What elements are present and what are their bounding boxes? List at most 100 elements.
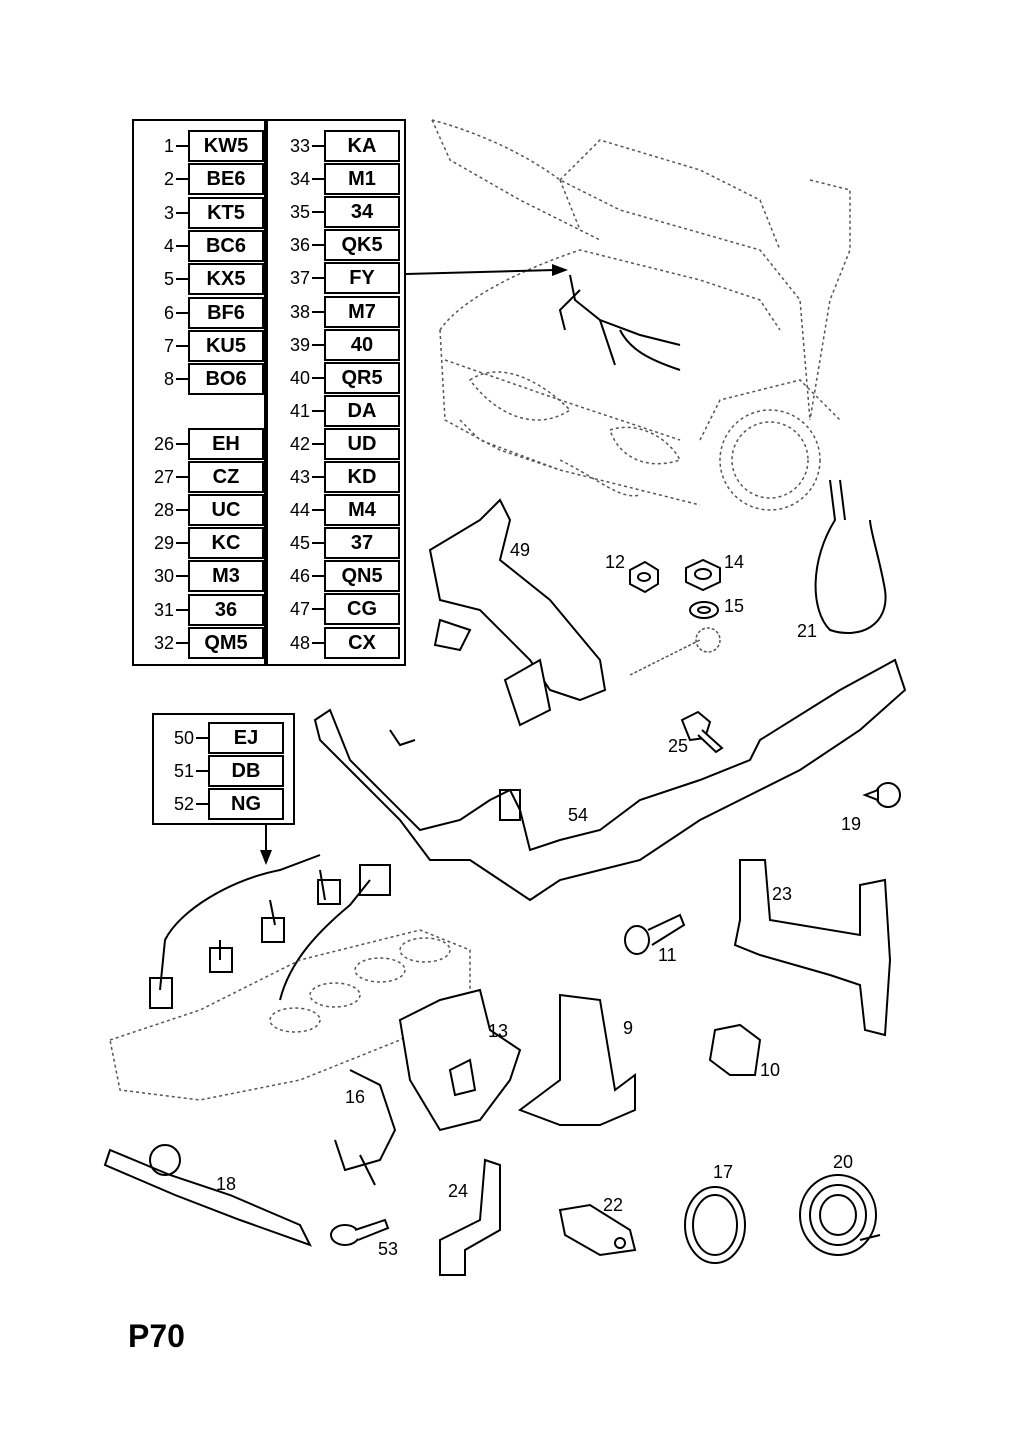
part-number: 51 [173,761,194,781]
option-code: QK5 [324,229,400,262]
leader-line [312,542,324,545]
callout-11: 11 [658,945,677,965]
option-code: KD [324,461,400,493]
leader-line [176,641,188,644]
leader-line [312,409,324,412]
callout-53: 53 [378,1239,398,1259]
option-code: CX [324,626,400,659]
option-code: UC [188,494,264,527]
part-number: 1 [163,136,174,156]
leader-line [312,476,324,478]
callout-13: 13 [488,1021,508,1041]
part-number: 29 [153,533,174,554]
leader-line [312,145,324,147]
leader-line [312,641,324,644]
callout-23: 23 [772,884,792,904]
option-code: FY [324,262,400,295]
option-code: KU5 [188,329,264,362]
callout-21: 21 [797,621,817,641]
part-9-bracket [517,993,636,1126]
option-code: KA [324,130,400,162]
option-code: QN5 [324,560,400,593]
part-number: 5 [163,269,174,290]
part-number: 48 [289,632,310,653]
option-code: EH [188,428,264,460]
part-20-tape-roll [799,1174,881,1256]
part-number: 47 [289,599,310,620]
option-code: EJ [208,722,284,754]
part-number: 42 [289,433,310,454]
page-label: P70 [128,1318,185,1354]
option-code: DB [208,755,284,787]
car-illustration [431,119,851,511]
leader-line [176,542,188,545]
leader-line [176,378,188,381]
part-number: 45 [289,533,310,554]
legend-divider [264,121,268,664]
option-code: M1 [324,163,400,196]
part-number: 40 [289,367,310,388]
callout-14: 14 [724,552,744,572]
pointer-arrow-car [405,264,568,276]
part-24-bracket [439,1158,501,1276]
part-49-duct [428,498,607,727]
part-11-bolt [624,913,686,955]
part-23-bracket [733,859,892,1037]
leader-line [312,211,324,214]
part-16-bracket [334,1069,397,1186]
part-number: 46 [289,566,310,587]
ring-terminal [629,627,721,676]
leader-line [176,476,188,479]
leader-line [312,442,324,445]
callout-25: 25 [668,736,688,756]
option-code: BE6 [188,163,264,196]
option-code: KC [188,527,264,560]
part-number: 4 [163,235,174,256]
option-code: M3 [188,560,264,593]
callout-54: 54 [568,805,588,825]
option-code: BO6 [188,363,264,396]
leader-line [176,211,188,214]
part-number: 50 [173,728,194,748]
part-number: 32 [153,632,174,653]
leader-line [176,509,188,512]
part-number: 35 [289,202,310,223]
option-code: KT5 [188,196,264,229]
part-number: 43 [289,467,310,487]
part-17-clamp [684,1186,746,1264]
part-54-channel [313,658,907,902]
leader-line [176,178,188,181]
option-code: BF6 [188,296,264,329]
leader-line [176,278,188,281]
part-18-strap [103,1144,313,1247]
option-code: NG [208,788,284,820]
option-code: 37 [324,527,400,560]
part-number: 27 [153,467,174,488]
leader-line [196,737,208,739]
callout-19: 19 [841,814,861,834]
part-number: 34 [289,169,310,190]
leader-line [312,376,324,379]
leader-line [312,608,324,611]
part-number: 39 [289,334,310,355]
option-code: 34 [324,196,400,229]
part-number: 6 [163,302,174,323]
option-code: KX5 [188,263,264,296]
leader-line [312,277,324,280]
part-number: 2 [163,169,174,190]
part-number: 36 [289,235,310,256]
part-10-clip [708,1023,762,1076]
engine-harness-in-car [558,274,681,371]
nuts-and-washers [629,558,721,619]
callout-20: 20 [833,1152,853,1172]
callout-22: 22 [603,1195,623,1215]
leader-line [176,311,188,314]
part-number: 44 [289,500,310,521]
part-22-clip [558,1203,637,1257]
wiring-harness [149,854,391,1009]
leader-line [176,608,188,611]
callout-49: 49 [510,540,530,560]
callout-18: 18 [216,1174,236,1194]
